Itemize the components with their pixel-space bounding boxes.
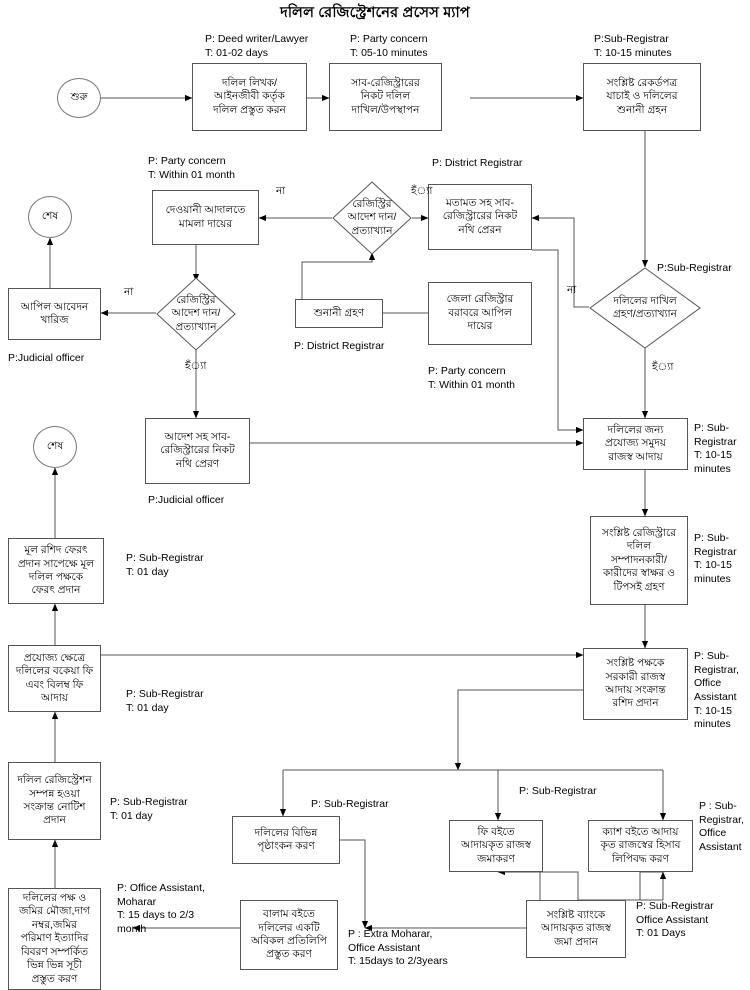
annotation-district-registrar-opinion: P: District Registrar: [432, 157, 523, 169]
annotation-verification: P:Sub-Registrar T: 10-15 minutes: [594, 33, 672, 59]
process-node-collect-due-and-late-fee: প্রযোজ্য ক্ষেত্রে দলিলের বকেয়া ফি এবং ব…: [8, 645, 101, 712]
node-label: আপিল আবেদন খারিজ: [20, 300, 89, 326]
annotation-cash-book: P : Sub- Registrar, Office Assistant: [699, 800, 744, 853]
diamond-shape: [589, 267, 701, 349]
node-label: মতামত সহ সাব- রেজিস্ট্রারের নিকট নথি প্র…: [442, 196, 518, 236]
annotation-endorsement: P: Sub-Registrar: [311, 798, 389, 810]
node-label: দেওয়ানী আদালতে মামলা দায়ের: [165, 204, 246, 230]
annotation-judicial-officer-file: P:Judicial officer: [148, 494, 225, 506]
annotation-notice: P: Sub-Registrar T: 01 day: [110, 796, 188, 822]
decision-accept-or-reject-submission: দলিলের দাখিল গ্রহণ/প্রত্যাখ্যান: [589, 267, 701, 349]
decision-label: রেজিস্ট্রির আদেশ দান/ প্রত্যাখ্যান: [171, 294, 221, 333]
process-node-hearing-accept: শুনানী গ্রহণ: [295, 299, 383, 328]
decision-label: দলিলের দাখিল গ্রহণ/প্রত্যাখ্যান: [613, 294, 677, 320]
decision-register-order-2: রেজিস্ট্রির আদেশ দান/ প্রত্যাখ্যান: [156, 277, 236, 351]
terminator-end-top-label: শেষ: [41, 209, 59, 222]
process-node-appeal-rejected: আপিল আবেদন খারিজ: [8, 288, 101, 340]
diamond-shape: [156, 277, 236, 351]
node-label: প্রযোজ্য ক্ষেত্রে দলিলের বকেয়া ফি এবং ব…: [15, 651, 94, 704]
process-node-deed-preparation: দলিল লিখক/ আইনজীবী কর্তৃক দলিল প্রস্তুত …: [192, 63, 307, 131]
node-label: আদেশ সহ সাব- রেজিস্ট্রারের নিকট নথি প্রে…: [160, 430, 235, 470]
decision-register-order-1: রেজিস্ট্রির আদেশ দান/ প্রত্যাখ্যান: [332, 181, 412, 255]
annotation-party-appeal: P: Party concern T: Within 01 month: [428, 365, 515, 391]
process-node-return-original-deed: মূল রশিদ ফেরৎ প্রদান সাপেক্ষে মূল দলিল প…: [8, 538, 104, 604]
node-label: মূল রশিদ ফেরৎ প্রদান সাপেক্ষে মূল দলিল প…: [17, 544, 95, 597]
process-node-cash-book-entry: ক্যাশ বইতে আদায় কৃত রাজস্বের হিসাব লিপি…: [588, 820, 693, 872]
diamond-shape: [332, 181, 412, 255]
annotation-deed-preparation: P: Deed writer/Lawyer T: 01-02 days: [205, 33, 309, 59]
terminator-end-mid: শেষ: [33, 426, 77, 468]
annotation-indexes: P: Office Assistant, Moharar T: 15 days …: [117, 882, 205, 935]
terminator-start-label: শুরু: [70, 90, 88, 103]
process-node-registration-complete-notice: দলিল রেজিস্ট্রেশন সম্পন্ন হওয়া সংক্রান্…: [8, 762, 101, 840]
edge-label-no-1: না: [276, 185, 286, 197]
process-node-record-verification-hearing: সংশ্লিষ্ট রেকর্ডপত্র যাচাই ও দলিলের শুনা…: [583, 63, 701, 131]
page-title: দলিল রেজিস্ট্রেশনের প্রসেস ম্যাপ: [280, 5, 470, 21]
annotation-revenue-collection: P: Sub- Registrar T: 10-15 minutes: [694, 422, 737, 475]
node-label: জেলা রেজিস্ট্রার বরাবরে আপিল দায়ের: [446, 293, 514, 333]
node-label: সংশ্লিষ্ট রেকর্ডপত্র যাচাই ও দলিলের শুনা…: [606, 76, 678, 116]
annotation-signature: P: Sub- Registrar T: 10-15 minutes: [694, 532, 737, 585]
edge-label-yes-2: হঁ্যা: [185, 360, 207, 372]
annotation-fee-book: P: Sub-Registrar: [519, 785, 597, 797]
node-label: দলিল লিখক/ আইনজীবী কর্তৃক দলিল প্রস্তুত …: [213, 76, 286, 116]
process-node-send-file-with-order: আদেশ সহ সাব- রেজিস্ট্রারের নিকট নথি প্রে…: [145, 418, 250, 484]
node-label: সংশ্লিষ্ট ব্যাংকে আদায়কৃত রাজস্ব জমা প্…: [541, 908, 611, 948]
process-node-appeal-to-district-registrar: জেলা রেজিস্ট্রার বরাবরে আপিল দায়ের: [428, 282, 532, 345]
process-node-signature-and-thumbprint: সংশ্লিষ্ট রেজিস্ট্রারে দলিল সম্পাদনকারী/…: [590, 516, 688, 605]
node-label: বালাম বইতে দলিলের একটি অবিকল প্রতিলিপি প…: [251, 908, 327, 961]
terminator-end-mid-label: শেষ: [46, 439, 64, 452]
node-label: সংশ্লিষ্ট পক্ষকে সরকারী রাজস্ব আদায় সংক…: [605, 657, 666, 710]
annotation-district-registrar-hearing: P: District Registrar: [294, 340, 385, 352]
annotation-judicial-officer-appeal: P:Judicial officer: [8, 352, 85, 364]
node-label: দলিলের জন্য প্রযোজ্য সমুদয় রাজস্ব আদায়: [605, 423, 666, 463]
terminator-end-top: শেষ: [28, 196, 72, 238]
process-node-endorsement-of-pages: দলিলের বিভিন্ন পৃষ্ঠাংকন করণ: [232, 816, 340, 864]
process-node-send-file-with-opinion: মতামত সহ সাব- রেজিস্ট্রারের নিকট নথি প্র…: [428, 184, 532, 250]
edge-label-no-3: না: [567, 284, 577, 296]
process-node-collect-revenue: দলিলের জন্য প্রযোজ্য সমুদয় রাজস্ব আদায়: [583, 418, 688, 470]
decision-label: রেজিস্ট্রির আদেশ দান/ প্রত্যাখ্যান: [347, 198, 397, 237]
process-node-prepare-indexes: দলিলের পক্ষ ও জমির মৌজা,দাগ নম্বর,জমির প…: [8, 888, 101, 990]
edge-label-yes-3: হঁ্যা: [652, 361, 674, 373]
annotation-return-deed: P: Sub-Registrar T: 01 day: [126, 552, 204, 578]
annotation-receipt: P: Sub- Registrar, Office Assistant T: 1…: [694, 650, 739, 731]
node-label: সংশ্লিষ্ট রেজিস্ট্রারে দলিল সম্পাদনকারী/…: [602, 526, 676, 593]
annotation-balam-book: P : Extra Moharar, Office Assistant T: 1…: [348, 928, 448, 968]
annotation-due-fee: P: Sub-Registrar T: 01 day: [126, 688, 204, 714]
process-node-civil-court-case: দেওয়ানী আদালতে মামলা দায়ের: [152, 190, 259, 245]
annotation-sub-registrar-decision: P:Sub-Registrar: [657, 262, 732, 274]
process-node-issue-revenue-receipt: সংশ্লিষ্ট পক্ষকে সরকারী রাজস্ব আদায় সংক…: [583, 648, 688, 720]
annotation-bank-deposit: P: Sub-Registrar Office Assistant T: 01 …: [636, 900, 714, 940]
process-node-balam-book-copy: বালাম বইতে দলিলের একটি অবিকল প্রতিলিপি প…: [240, 900, 338, 970]
annotation-civil-court: P: Party concern T: Within 01 month: [148, 155, 235, 181]
node-label: ক্যাশ বইতে আদায় কৃত রাজস্বের হিসাব লিপি…: [600, 825, 681, 865]
annotation-submission: P: Party concern T: 05-10 minutes: [350, 33, 428, 59]
node-label: সাব-রেজিস্ট্রারের নিকট দলিল দাখিল/উপস্থা…: [351, 76, 420, 116]
node-label: দলিল রেজিস্ট্রেশন সম্পন্ন হওয়া সংক্রান্…: [17, 774, 92, 827]
node-label: ফি বইতে আদায়কৃত রাজস্ব জমাকরণ: [461, 825, 531, 865]
process-node-submit-to-sub-registrar: সাব-রেজিস্ট্রারের নিকট দলিল দাখিল/উপস্থা…: [329, 63, 442, 131]
node-label: দলিলের পক্ষ ও জমির মৌজা,দাগ নম্বর,জমির প…: [19, 891, 90, 985]
node-label: দলিলের বিভিন্ন পৃষ্ঠাংকন করণ: [254, 826, 318, 852]
edge-label-no-2: না: [124, 286, 134, 298]
process-node-fee-book-entry: ফি বইতে আদায়কৃত রাজস্ব জমাকরণ: [449, 820, 543, 872]
edge-label-yes-1: হঁ্যা: [411, 185, 433, 197]
process-node-bank-deposit: সংশ্লিষ্ট ব্যাংকে আদায়কৃত রাজস্ব জমা প্…: [526, 900, 626, 958]
terminator-start: শুরু: [57, 78, 101, 118]
node-label: শুনানী গ্রহণ: [313, 306, 365, 319]
